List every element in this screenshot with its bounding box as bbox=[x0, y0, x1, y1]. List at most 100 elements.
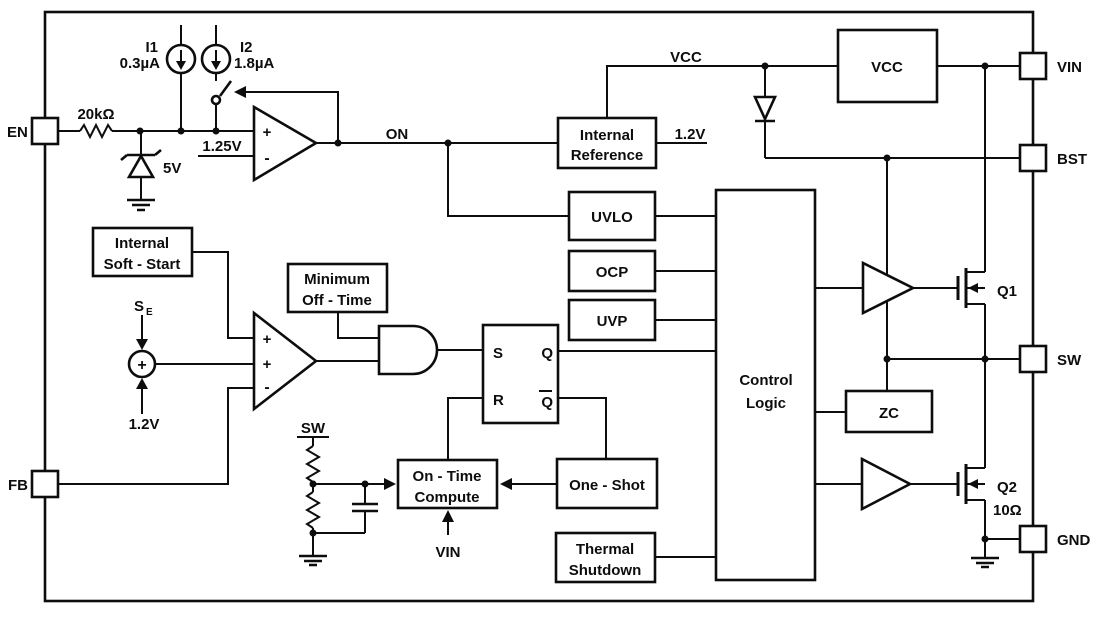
latch-q: Q bbox=[541, 345, 553, 362]
label-on: ON bbox=[386, 126, 409, 143]
label-en-resistor: 20kΩ bbox=[77, 106, 114, 123]
int-ref-line2: Reference bbox=[571, 147, 644, 164]
zener-diode bbox=[120, 149, 162, 179]
otc-line2: Compute bbox=[415, 489, 480, 506]
err-comp-minus: - bbox=[264, 379, 269, 396]
label-i1: I1 bbox=[145, 39, 158, 56]
label-vin-node: VIN bbox=[435, 544, 460, 561]
label-1v25: 1.25V bbox=[202, 138, 241, 155]
label-i1-value: 0.3µA bbox=[120, 55, 160, 72]
current-source-i1 bbox=[165, 43, 197, 75]
pin-sw bbox=[1018, 344, 1048, 374]
pin-label-gnd: GND bbox=[1057, 532, 1091, 549]
label-ref-out: 1.2V bbox=[675, 126, 706, 143]
soft-start-line1: Internal bbox=[115, 235, 169, 252]
pin-en bbox=[30, 116, 60, 146]
label-i2-value: 1.8µA bbox=[234, 55, 274, 72]
thermal-line2: Shutdown bbox=[569, 562, 641, 579]
uvp-label: UVP bbox=[597, 313, 628, 330]
and-gate bbox=[377, 324, 439, 376]
en-comp-plus: + bbox=[263, 124, 272, 141]
ref-arrowhead bbox=[136, 378, 148, 389]
label-zener: 5V bbox=[163, 160, 181, 177]
summing-junction bbox=[127, 349, 157, 379]
thermal-line1: Thermal bbox=[576, 541, 634, 558]
block-uvlo bbox=[567, 190, 657, 242]
switch-contact bbox=[210, 94, 222, 106]
label-q2: Q2 bbox=[997, 479, 1017, 496]
label-se-sub: E bbox=[146, 307, 153, 318]
control-logic-line2: Logic bbox=[746, 395, 786, 412]
vcc-box-label: VCC bbox=[871, 59, 903, 76]
err-comp-plus1: + bbox=[263, 331, 272, 348]
en-comp-minus: - bbox=[264, 150, 269, 167]
pin-label-vin: VIN bbox=[1057, 59, 1082, 76]
block-control-logic bbox=[714, 188, 817, 582]
vin-arrowhead bbox=[442, 510, 454, 522]
ground-symbol-divider bbox=[299, 554, 327, 567]
one-shot-label: One - Shot bbox=[569, 477, 645, 494]
label-q1: Q1 bbox=[997, 283, 1017, 300]
pin-gnd bbox=[1018, 524, 1048, 554]
label-i2: I2 bbox=[240, 39, 253, 56]
feedback-arrowhead bbox=[234, 86, 246, 98]
divider-arrowhead bbox=[384, 478, 396, 490]
control-logic-line1: Control bbox=[739, 372, 792, 389]
pin-fb bbox=[30, 469, 60, 499]
block-thermal-shutdown bbox=[554, 531, 657, 584]
block-soft-start bbox=[91, 226, 194, 278]
resistor-divider-top bbox=[305, 445, 321, 483]
label-se: S bbox=[134, 298, 144, 315]
block-internal-reference bbox=[556, 116, 658, 170]
pin-vin bbox=[1018, 51, 1048, 81]
label-vcc-rail: VCC bbox=[670, 49, 702, 66]
pin-label-fb: FB bbox=[8, 477, 28, 494]
resistor-divider-bottom bbox=[305, 491, 321, 529]
ic-border bbox=[43, 10, 1035, 603]
mosfet-q1 bbox=[956, 268, 978, 308]
block-on-time-compute bbox=[396, 458, 499, 510]
uvlo-label: UVLO bbox=[591, 209, 633, 226]
min-off-line2: Off - Time bbox=[302, 292, 372, 309]
wires bbox=[58, 25, 1020, 558]
ocp-label: OCP bbox=[596, 264, 629, 281]
block-ocp bbox=[567, 249, 657, 293]
en-comparator bbox=[252, 104, 319, 183]
pin-label-bst: BST bbox=[1057, 151, 1087, 168]
low-side-driver bbox=[860, 456, 913, 512]
capacitor bbox=[352, 502, 378, 513]
label-q2-resistance: 10Ω bbox=[993, 502, 1022, 519]
label-sw-node: SW bbox=[301, 420, 326, 437]
se-arrowhead bbox=[136, 339, 148, 350]
one-shot-arrowhead bbox=[500, 478, 512, 490]
latch-qbar: Q bbox=[541, 394, 553, 411]
zc-label: ZC bbox=[879, 405, 899, 422]
pin-label-en: EN bbox=[7, 124, 28, 141]
resistor-en bbox=[79, 122, 113, 140]
current-source-i2 bbox=[200, 43, 232, 75]
mosfet-q2 bbox=[956, 464, 978, 504]
block-vcc bbox=[836, 28, 939, 104]
ground-symbol-zener bbox=[127, 198, 155, 212]
sr-latch bbox=[481, 323, 560, 425]
high-side-driver bbox=[861, 260, 916, 316]
error-comparator bbox=[252, 310, 319, 412]
junction-dots bbox=[136, 62, 989, 543]
min-off-line1: Minimum bbox=[304, 271, 370, 288]
latch-s: S bbox=[493, 345, 503, 362]
ground-symbol-q2 bbox=[971, 556, 999, 569]
int-ref-line1: Internal bbox=[580, 127, 634, 144]
soft-start-line2: Soft - Start bbox=[104, 256, 181, 273]
block-uvp bbox=[567, 298, 657, 342]
err-comp-plus2: + bbox=[263, 356, 272, 373]
pin-bst bbox=[1018, 143, 1048, 173]
otc-line1: On - Time bbox=[413, 468, 482, 485]
pin-label-sw: SW bbox=[1057, 352, 1082, 369]
block-zc bbox=[844, 389, 934, 434]
block-min-off-time bbox=[286, 262, 389, 314]
bootstrap-diode bbox=[752, 95, 778, 123]
label-sum-ref: 1.2V bbox=[129, 416, 160, 433]
block-one-shot bbox=[555, 457, 659, 510]
